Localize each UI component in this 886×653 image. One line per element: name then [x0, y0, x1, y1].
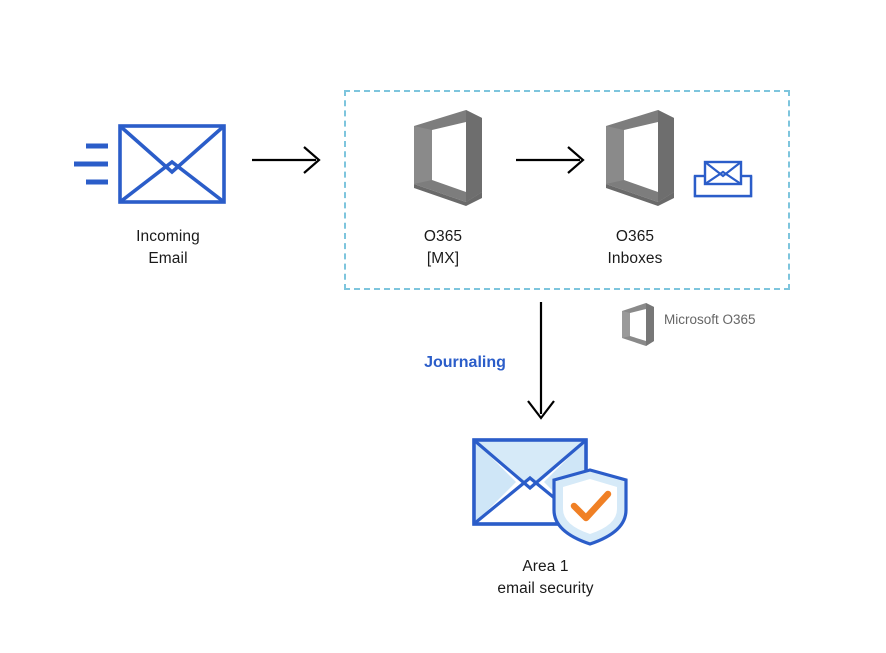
legend-label-microsoft-o365: Microsoft O365 [664, 312, 756, 327]
edge-label-journaling: Journaling [424, 354, 506, 371]
office365-icon [598, 108, 682, 208]
microsoft-o365-zone [344, 90, 790, 290]
arrow-mx-to-inboxes-icon [516, 142, 588, 178]
office365-icon [618, 302, 658, 348]
envelope-icon [72, 118, 232, 210]
arrow-incoming-to-mx-icon [252, 142, 324, 178]
inbox-tray-icon [692, 158, 754, 204]
node-label-o365-mx: O365 [MX] [423, 228, 463, 267]
node-label-incoming-email: Incoming Email [136, 228, 200, 267]
office365-icon [406, 108, 490, 208]
node-label-area1: Area 1 email security [497, 558, 594, 597]
arrow-inboxes-to-area1-icon [520, 300, 564, 424]
email-shield-icon [468, 434, 634, 546]
node-label-o365-inboxes: O365 Inboxes [607, 228, 663, 267]
